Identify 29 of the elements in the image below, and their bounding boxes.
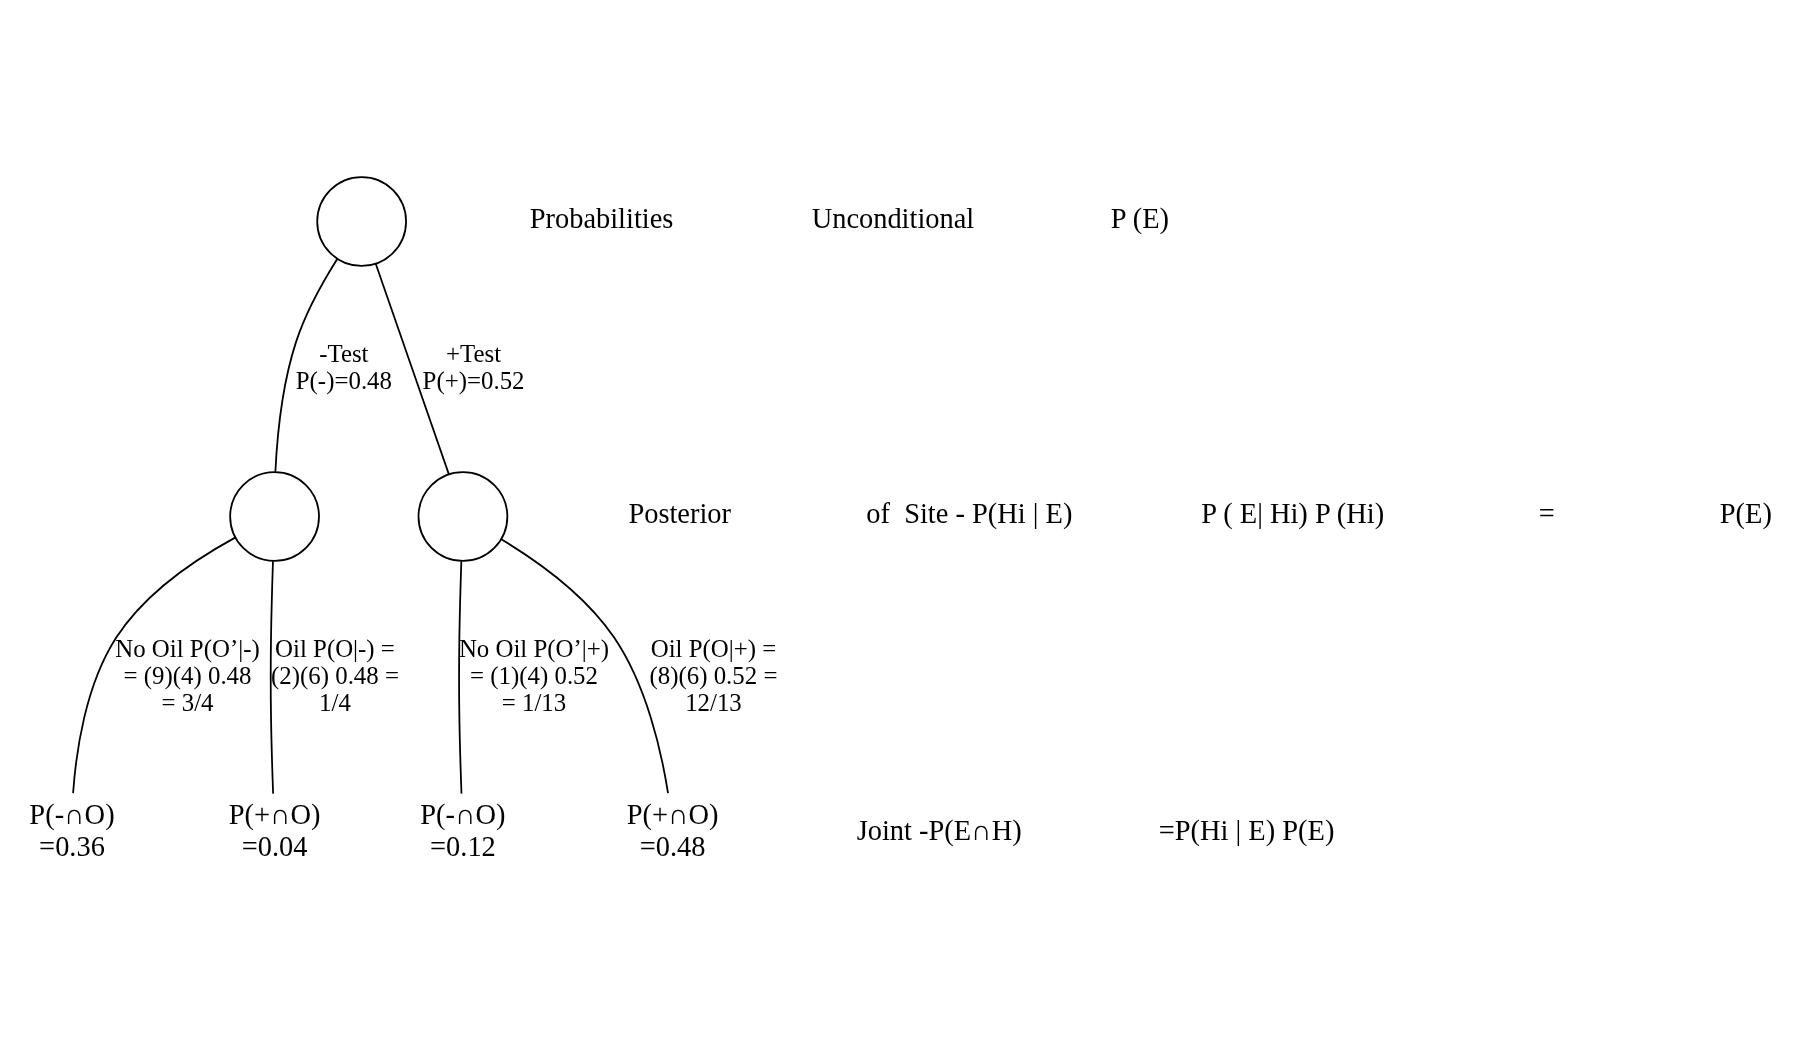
label: of Site - P(Hi | E): [866, 498, 1073, 530]
node-text: P(-∩O) =0.36: [29, 798, 115, 862]
node-text: P(+∩O) =0.04: [228, 798, 321, 862]
label: =: [1538, 498, 1555, 530]
connector: [458, 560, 463, 795]
label: P ( E| Hi) P (Hi): [1201, 498, 1385, 530]
label: Joint -P(E∩H): [856, 814, 1022, 846]
node-circle: [417, 471, 509, 562]
connector: [500, 538, 669, 795]
edge-label: Oil P(O|+) = (8)(6) 0.52 = 12/13: [649, 635, 778, 716]
label: Probabilities: [529, 203, 674, 235]
edge-label: Oil P(O|-) = (2)(6) 0.48 = 1/4: [271, 635, 399, 716]
label: Posterior: [628, 498, 732, 530]
label: P (E): [1110, 203, 1170, 235]
node-text: P(-∩O) =0.12: [420, 798, 506, 862]
connector: [374, 262, 450, 475]
edge-label: No Oil P(O’|+) = (1)(4) 0.52 = 1/13: [458, 635, 610, 716]
edge-label: No Oil P(O’|-) = (9)(4) 0.48 = 3/4: [115, 635, 260, 716]
edge-label: -Test P(-)=0.48: [295, 340, 392, 394]
node-circle: [316, 176, 407, 267]
label: Unconditional: [811, 203, 975, 235]
connector: [274, 258, 338, 473]
connector: [269, 560, 274, 795]
edge-label: +Test P(+)=0.52: [422, 340, 525, 394]
label: P(E): [1719, 498, 1772, 530]
node-circle: [229, 471, 320, 562]
connector: [72, 536, 236, 794]
label: =P(Hi | E) P(E): [1158, 814, 1335, 846]
node-text: P(+∩O) =0.48: [626, 798, 719, 862]
